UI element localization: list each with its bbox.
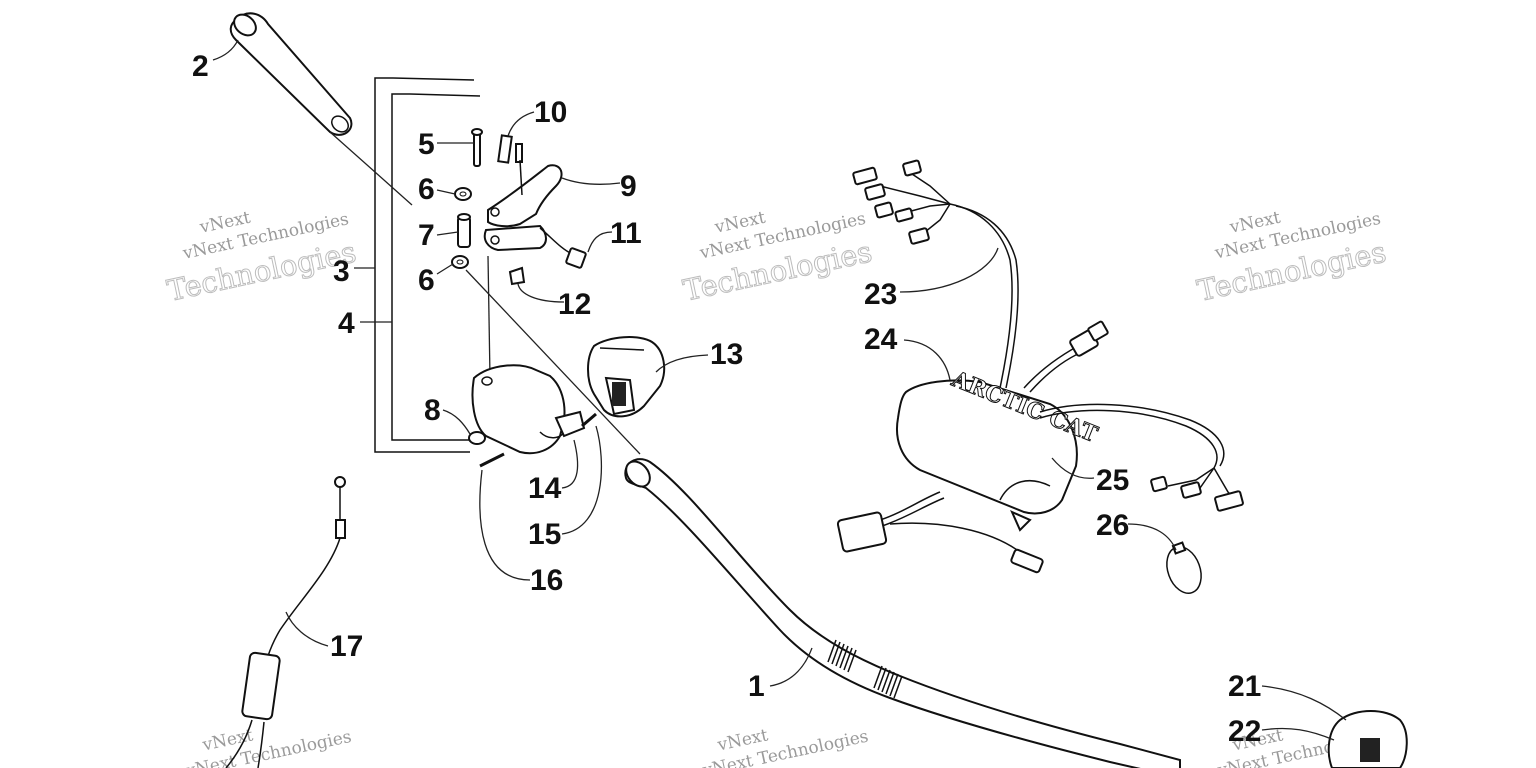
hand-grip xyxy=(229,12,353,136)
bar-axis-line xyxy=(465,269,641,455)
watermark-3: vNext vNext Technologies Technologies xyxy=(1194,208,1390,309)
grip-axis-line xyxy=(329,131,413,206)
knurl-2 xyxy=(873,665,903,699)
callout-6-top: 6 xyxy=(418,173,435,206)
screw-14 xyxy=(581,412,597,428)
throttle-cable xyxy=(225,476,346,768)
watermark-2: vNext vNext Technologies Technologies xyxy=(680,208,876,308)
callout-8: 8 xyxy=(424,394,441,427)
callout-24: 24 xyxy=(864,323,898,356)
pivot-bolt xyxy=(471,128,483,167)
callout-25: 25 xyxy=(1096,464,1129,497)
cable-tie xyxy=(1166,541,1202,594)
watermark-1: vNext vNext Technologies Technologies xyxy=(164,208,360,309)
throttle-housing xyxy=(471,364,586,455)
assembly-bracket-4 xyxy=(391,93,481,441)
callout-9: 9 xyxy=(620,170,637,203)
bushing xyxy=(457,213,471,248)
callout-22: 22 xyxy=(1228,715,1261,748)
right-switch-housing xyxy=(1327,710,1408,768)
heater-control-box: ARCTIC CAT xyxy=(896,365,1102,532)
callout-5: 5 xyxy=(418,128,435,161)
leader-lines xyxy=(212,39,1347,741)
watermark-5: vNext vNext Technologies xyxy=(700,725,870,768)
washer-8 xyxy=(468,431,486,445)
callout-4: 4 xyxy=(338,307,355,340)
wiring-lead-right-top xyxy=(1023,320,1109,393)
callout-11: 11 xyxy=(610,217,642,250)
callout-labels: 2 3 4 5 6 7 6 8 9 10 11 12 13 14 15 16 1… xyxy=(192,50,1261,748)
stud-line xyxy=(487,255,491,379)
clip-12 xyxy=(508,266,526,286)
callout-1: 1 xyxy=(748,670,765,703)
screw-16 xyxy=(479,452,505,468)
throttle-lever xyxy=(483,159,573,255)
magnet-10 xyxy=(497,134,523,164)
handlebar xyxy=(624,458,1181,768)
sensor-connector-11 xyxy=(565,247,587,269)
washer-top xyxy=(454,187,472,201)
callout-21: 21 xyxy=(1228,670,1261,703)
assembly-bracket-3 xyxy=(374,77,475,453)
callout-16: 16 xyxy=(530,564,563,597)
callout-2: 2 xyxy=(192,50,209,83)
callout-13: 13 xyxy=(710,338,743,371)
callout-26: 26 xyxy=(1096,509,1129,542)
callout-3: 3 xyxy=(333,255,350,288)
callout-17: 17 xyxy=(330,630,363,663)
callout-6-bottom: 6 xyxy=(418,264,435,297)
wiring-harness-25 xyxy=(1039,403,1244,512)
wiring-lead-left xyxy=(836,491,1044,574)
callout-12: 12 xyxy=(558,288,591,321)
switch-housing xyxy=(587,336,666,418)
callout-7: 7 xyxy=(418,219,435,252)
knurl-1 xyxy=(827,639,857,673)
callout-23: 23 xyxy=(864,278,897,311)
callout-15: 15 xyxy=(528,518,561,551)
wiring-harness-23 xyxy=(852,159,1019,389)
callout-10: 10 xyxy=(534,96,567,129)
washer-bottom xyxy=(451,255,469,269)
callout-14: 14 xyxy=(528,472,562,505)
